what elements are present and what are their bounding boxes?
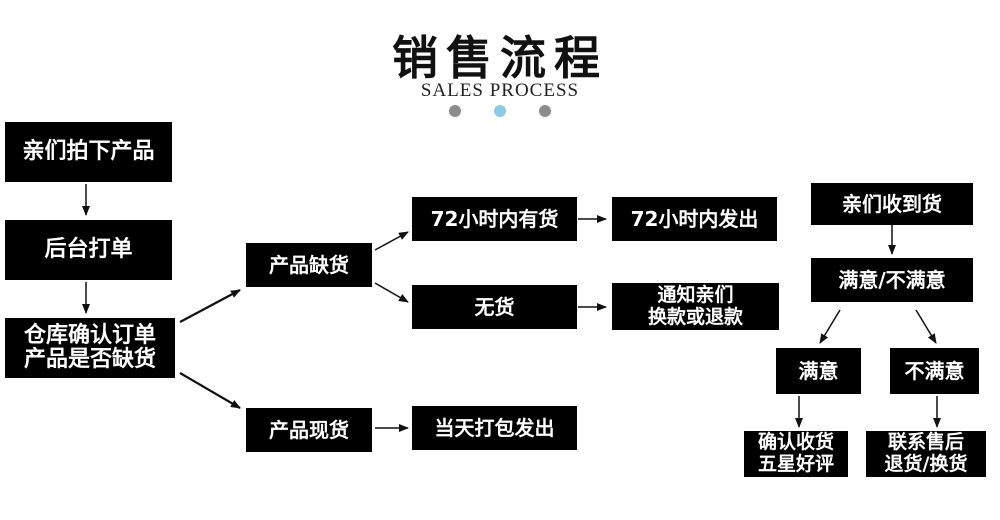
node-no-stock: 无货 [412,285,577,329]
arrow-check-to-instock [179,372,241,409]
decor-dot-1 [449,105,461,117]
arrow-choice-to-satisfied [819,309,841,344]
decor-dot-2 [494,105,506,117]
node-received: 亲们收到货 [811,183,973,225]
node-satisfied-or-not: 满意/不满意 [811,258,973,302]
node-available-72h: 72小时内有货 [412,197,577,241]
arrow-choice-to-unsatisfied [915,309,937,344]
arrow-outofstock-to-nostock [374,282,409,303]
arrow-outofstock-to-72h [374,231,409,251]
page-subtitle: SALES PROCESS [420,80,580,101]
node-place-order: 亲们拍下产品 [5,122,172,182]
node-ship-72h: 72小时内发出 [612,197,777,241]
node-in-stock: 产品现货 [246,408,372,452]
node-satisfied: 满意 [776,348,861,394]
arrow-check-to-outofstock [179,289,241,323]
node-unsatisfied: 不满意 [890,348,979,394]
node-ship-today: 当天打包发出 [412,406,577,450]
node-notify-refund: 通知亲们 换款或退款 [612,283,779,330]
decor-dot-3 [539,105,551,117]
node-out-of-stock: 产品缺货 [246,243,372,287]
node-confirm-review: 确认收货 五星好评 [744,431,848,477]
node-backend-print: 后台打单 [5,220,172,280]
node-warehouse-check: 仓库确认订单 产品是否缺货 [5,318,175,378]
node-contact-service: 联系售后 退货/换货 [866,431,986,477]
page-title: 销售流程 [392,31,608,85]
